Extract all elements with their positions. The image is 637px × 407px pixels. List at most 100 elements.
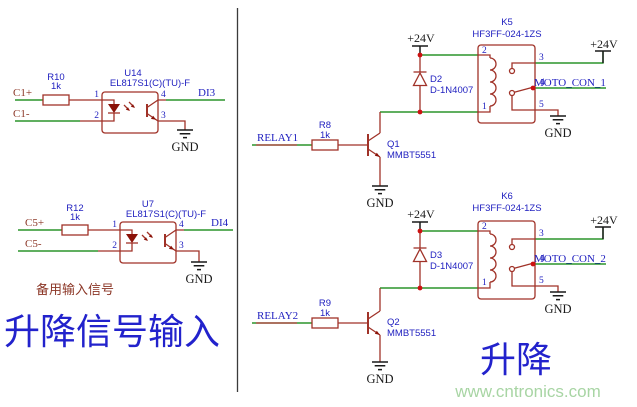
transistor-part: MMBT5551 [387,328,436,339]
pin-2: 2 [94,111,99,121]
optocoupler-circuit-2: C5+ C5- R12 1k U7 EL817S1(C)(TU)-F 1 2 4… [18,199,233,286]
pin-3: 3 [539,53,544,63]
pin-1: 1 [112,220,117,230]
net-label-c1-plus: C1+ [13,87,32,99]
backup-input-note: 备用输入信号 [36,282,114,297]
input-section-title: 升降信号输入 [4,312,220,352]
junction-dot [530,261,536,267]
pin-1: 1 [482,102,487,112]
resistor-symbol [311,139,339,151]
power-bars [412,45,611,63]
opto-part: EL817S1(C)(TU)-F [110,78,190,89]
resistor-ref: R9 [319,298,331,309]
relay-part: HF3FF-024-1ZS [472,203,541,214]
wires-red [256,231,559,362]
wires-green [18,229,233,252]
resistor-ref: R12 [66,203,83,214]
net-label-di3: DI3 [198,87,216,99]
pin-4: 4 [540,254,545,264]
pin-3: 3 [179,241,184,251]
wires-red [88,229,200,262]
opto-part: EL817S1(C)(TU)-F [126,209,206,220]
junction-dot [417,285,423,291]
output-section-title: 升降 [480,340,552,380]
gnd-label-q: GND [366,196,393,210]
net-label-c5-plus: C5+ [25,217,44,229]
junction-dot [417,52,423,58]
optocoupler-symbol [101,91,159,134]
resistor-ref: R8 [319,120,331,131]
ground-symbol-q [371,361,389,371]
net-label-moto-con-2: MOTO_CON_2 [534,253,606,265]
resistor-symbol [42,94,70,106]
relay-ref: K6 [501,191,513,202]
net-label-moto-con-1: MOTO_CON_1 [534,77,606,89]
pin-2: 2 [482,222,487,232]
diode-part: D-1N4007 [430,85,473,96]
net-label-c1-minus: C1- [13,108,30,120]
resistor-symbol [61,224,89,236]
npn-transistor-symbol [367,310,381,336]
pin-1: 1 [94,90,99,100]
transistor-ref: Q1 [387,139,400,150]
power-label-24v: +24V [407,31,435,45]
ground-symbol [190,261,208,271]
relay-part: HF3FF-024-1ZS [472,29,541,40]
pin-1: 1 [482,278,487,288]
diode-symbol [412,247,428,263]
pin-4: 4 [179,220,184,230]
gnd-label-q: GND [366,372,393,386]
power-bars [412,221,611,239]
junction-dot [417,109,423,115]
diode-symbol [412,71,428,87]
pin-4: 4 [161,90,166,100]
resistor-ref: R10 [47,72,64,83]
wires-red [256,55,559,186]
net-label-c5-minus: C5- [25,238,42,250]
wires-green [15,99,225,122]
pin-5: 5 [539,276,544,286]
relay-ref: K5 [501,17,513,28]
junction-dot [417,228,423,234]
pin-5: 5 [539,100,544,110]
power-label-24v: +24V [407,207,435,221]
ground-symbol-q [371,185,389,195]
gnd-label: GND [171,140,198,154]
diode-part: D-1N4007 [430,261,473,272]
npn-transistor-symbol [367,132,381,158]
pin-4: 4 [540,78,545,88]
optocoupler-symbol [119,221,177,264]
ground-symbol-k [549,115,567,125]
transistor-part: MMBT5551 [387,150,436,161]
net-label-relay1: RELAY1 [257,132,298,144]
resistor-value: 1k [320,308,330,319]
ground-symbol-k [549,291,567,301]
pin-2: 2 [112,241,117,251]
gnd-label: GND [185,272,212,286]
relay-circuit-1: RELAY1 R8 1k Q1 MMBT5551 +24V D2 D-1N400… [252,17,618,210]
resistor-value: 1k [70,212,80,223]
resistor-value: 1k [51,81,61,92]
diode-ref: D3 [430,250,442,261]
resistor-symbol [311,317,339,329]
opto-ref: U7 [142,199,154,210]
power-label-24v-right: +24V [590,213,618,227]
relay-circuit-2: RELAY2 R9 1k Q2 MMBT5551 +24V D3 D-1N400… [252,191,618,386]
diode-ref: D2 [430,74,442,85]
resistor-value: 1k [320,130,330,141]
power-label-24v-right: +24V [590,37,618,51]
ground-symbol [176,129,194,139]
net-label-relay2: RELAY2 [257,310,298,322]
optocoupler-circuit-1: C1+ C1- R10 1k U14 EL817S1(C)(TU)-F 1 2 … [13,68,225,154]
gnd-label-k: GND [544,126,571,140]
gnd-label-k: GND [544,302,571,316]
transistor-ref: Q2 [387,317,400,328]
pin-2: 2 [482,46,487,56]
watermark: www.cntronics.com [454,382,600,401]
pin-3: 3 [161,111,166,121]
wires-red [69,99,186,130]
opto-ref: U14 [124,68,141,79]
net-label-di4: DI4 [211,217,229,229]
